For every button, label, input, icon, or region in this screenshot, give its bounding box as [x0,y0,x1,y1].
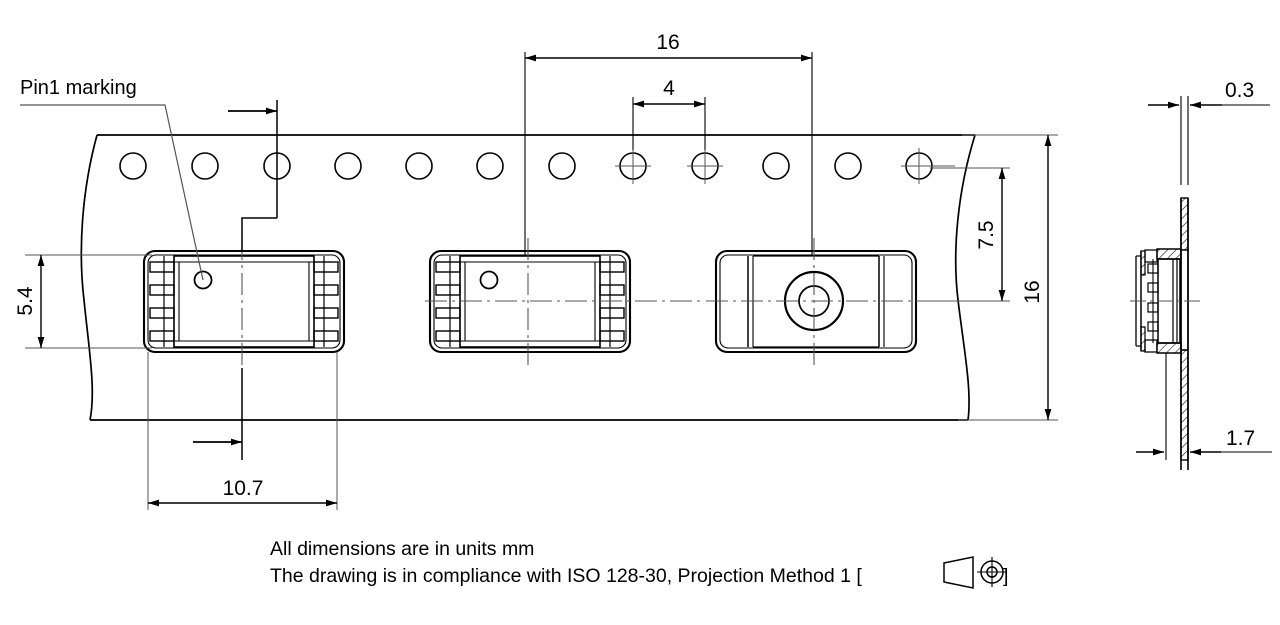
standard-note: The drawing is in compliance with ISO 12… [270,565,862,587]
dimension-value-16-vertical: 16 [1021,280,1044,303]
dimension-value-10-7: 10.7 [223,477,264,500]
package-outline [142,249,346,354]
dimension-sprocket-to-center-7-5: 7.5 [930,167,1010,302]
lead [435,330,461,342]
lead [599,307,625,319]
lead [313,261,339,273]
lead [313,330,339,342]
package-leads-right [313,256,339,347]
tape-right-break-line [954,134,976,421]
lead [599,330,625,342]
dimension-value-0-3: 0.3 [1225,79,1254,102]
pin1-dimple [193,270,213,290]
lead [599,284,625,296]
lead [149,330,175,342]
pin1-dimple [479,270,499,290]
sprocket-center-marks [615,148,955,184]
tape-section-view: 0.3 [1130,79,1272,470]
centerlines [241,238,935,368]
dimension-tape-width-16: 16 [958,134,1058,421]
cover-tape-strip [1180,197,1189,470]
lead [149,261,175,273]
sprocket-hole [762,152,790,180]
standard-note-close: ] [1003,565,1008,587]
pocket-1-package [142,249,346,354]
dimension-pocket-height-5-4: 5.4 [14,254,152,349]
dimension-value-7-5: 7.5 [975,220,998,249]
pocket-cross-section [1130,248,1200,354]
lead [313,307,339,319]
lead [435,261,461,273]
sprocket-hole [834,152,862,180]
dimension-value-16-horizontal: 16 [656,31,679,54]
dimension-sprocket-pitch-4: 4 [632,77,706,150]
sprocket-hole [334,152,362,180]
units-note: All dimensions are in units mm [270,538,534,560]
feed-direction-arrows [193,100,278,460]
sprocket-hole-row [119,152,933,180]
lead [313,284,339,296]
pin1-marking-annotation: Pin1 marking [20,77,204,281]
package-outline-inner [147,254,341,349]
tape-plan-view [80,134,976,421]
pin1-leader-line [20,104,204,281]
dimension-value-5-4: 5.4 [14,286,37,316]
package-leads-left [149,256,175,347]
package-leads-left [435,256,461,347]
dimension-tape-pitch-16: 16 [524,31,813,256]
first-angle-projection-symbol [943,556,1007,589]
projection-cone-icon [943,556,974,589]
dimension-value-4: 4 [663,77,675,100]
dimension-cover-thickness-0-3: 0.3 [1148,79,1270,185]
sprocket-hole [191,152,219,180]
sprocket-hole [119,152,147,180]
feed-ref-elbow [241,217,277,252]
lead [149,284,175,296]
pin1-marking-label: Pin1 marking [20,77,137,99]
dimension-pocket-depth-1-7: 1.7 [1136,353,1272,460]
sprocket-hole [405,152,433,180]
drawing-notes: All dimensions are in units mm The drawi… [270,538,1008,589]
lead [435,307,461,319]
sprocket-hole [548,152,576,180]
sprocket-hole [476,152,504,180]
lead [149,307,175,319]
tape-left-break-line [80,134,98,421]
lead [599,261,625,273]
dimension-component-pitch-10-7: 10.7 [147,352,338,510]
dimension-value-1-7: 1.7 [1226,427,1255,450]
lead [435,284,461,296]
package-body [173,255,315,348]
package-section-leads [1147,259,1159,343]
